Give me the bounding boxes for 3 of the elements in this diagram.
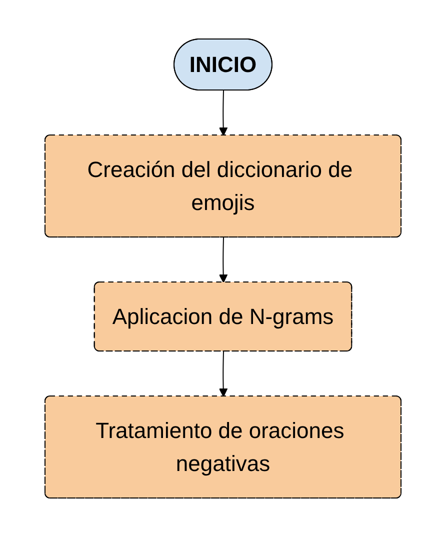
arrow (218, 237, 228, 283)
arrow (218, 90, 228, 136)
arrow (218, 351, 228, 397)
